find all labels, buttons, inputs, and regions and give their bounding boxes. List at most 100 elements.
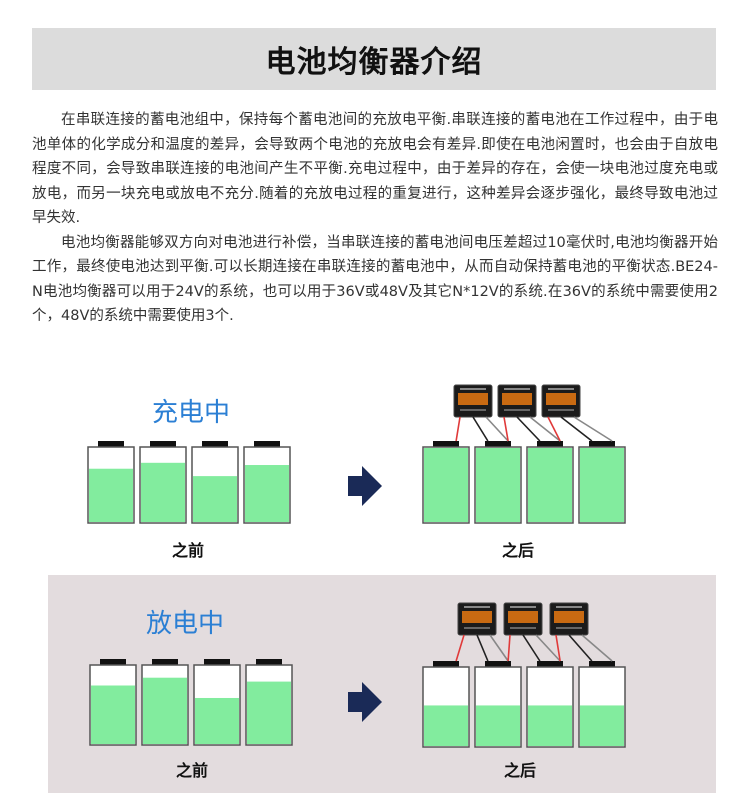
after-battery-1-fill	[424, 705, 468, 746]
equalizer-2-footer-line	[510, 627, 536, 629]
wire-black-3	[568, 634, 593, 662]
wire-black-2	[516, 416, 541, 442]
after-battery-1-terminal	[433, 441, 459, 448]
after-battery-4	[578, 661, 626, 748]
after-battery-2-fill	[476, 705, 520, 746]
before-battery-1-terminal	[98, 441, 124, 448]
wire-gray-2	[529, 416, 561, 442]
wire-black-3	[560, 416, 593, 442]
before-battery-3-fill	[193, 476, 237, 522]
equalizer-1-footer-line	[460, 409, 486, 411]
equalizer-2-badge	[508, 611, 538, 623]
before-battery-4-terminal	[256, 659, 282, 666]
after-battery-2-fill	[476, 448, 520, 522]
after-battery-2	[474, 661, 522, 748]
wire-gray-2	[535, 634, 561, 662]
wire-red-1	[455, 416, 461, 442]
before-battery-3-fill	[195, 697, 239, 744]
discharging-section: 放电中 之前 之后	[48, 575, 716, 793]
before-battery-4-fill	[247, 681, 291, 744]
after-battery-4-fill	[580, 448, 624, 522]
intro-text: 在串联连接的蓄电池组中，保持每个蓄电池间的充放电平衡.串联连接的蓄电池在工作过程…	[32, 108, 718, 329]
after-battery-2-terminal	[485, 441, 511, 448]
arrow-icon	[348, 466, 382, 506]
equalizer-3	[549, 602, 589, 636]
equalizer-1-footer-line	[464, 627, 490, 629]
after-battery-2-terminal	[485, 661, 511, 668]
before-battery-2-fill	[143, 677, 187, 744]
before-battery-2-terminal	[152, 659, 178, 666]
equalizer-2	[503, 602, 543, 636]
before-battery-1-terminal	[100, 659, 126, 666]
after-battery-1-terminal	[433, 661, 459, 668]
wire-gray-3	[581, 634, 613, 662]
before-battery-3-terminal	[202, 441, 228, 448]
equalizer-3	[541, 384, 581, 418]
after-battery-4-terminal	[589, 441, 615, 448]
wire-red-3	[555, 634, 561, 662]
wire-black-1	[472, 416, 489, 442]
arrow-icon	[348, 682, 382, 722]
before-battery-1-fill	[89, 468, 133, 522]
paragraph-1: 在串联连接的蓄电池组中，保持每个蓄电池间的充放电平衡.串联连接的蓄电池在工作过程…	[32, 112, 718, 226]
before-battery-4	[245, 659, 293, 746]
before-battery-2-terminal	[150, 441, 176, 448]
after-battery-1-fill	[424, 448, 468, 522]
equalizer-2-header-line	[504, 388, 530, 390]
equalizer-1-header-line	[460, 388, 486, 390]
equalizer-3-header-line	[556, 606, 582, 608]
after-battery-3-terminal	[537, 661, 563, 668]
before-battery-1	[87, 441, 135, 524]
equalizer-3-badge	[554, 611, 584, 623]
wire-black-1	[476, 634, 489, 662]
wire-gray-3	[573, 416, 613, 442]
after-battery-2	[474, 441, 522, 524]
charging-illustration	[87, 384, 626, 524]
after-battery-4-fill	[580, 705, 624, 746]
before-battery-2-fill	[141, 462, 185, 522]
equalizer-1-badge	[462, 611, 492, 623]
title-bar: 电池均衡器介绍	[32, 28, 716, 90]
equalizer-3-header-line	[548, 388, 574, 390]
discharging-label: 放电中	[146, 609, 225, 639]
after-battery-3-fill	[528, 448, 572, 522]
wire-red-2	[503, 416, 509, 442]
paragraph-2: 电池均衡器能够双方向对电池进行补偿，当串联连接的蓄电池间电压差超过10毫伏时,电…	[32, 234, 718, 325]
equalizer-1	[457, 602, 497, 636]
wire-gray-1	[485, 416, 509, 442]
equalizer-3-footer-line	[548, 409, 574, 411]
equalizer-2-footer-line	[504, 409, 530, 411]
before-battery-2	[139, 441, 187, 524]
wire-gray-1	[489, 634, 509, 662]
after-battery-3-terminal	[537, 441, 563, 448]
after-battery-1	[422, 661, 470, 748]
discharging-after-caption: 之后	[504, 761, 537, 780]
before-battery-1-fill	[91, 685, 135, 744]
before-battery-3	[193, 659, 241, 746]
charging-label: 充电中	[152, 398, 231, 428]
before-battery-4-terminal	[254, 441, 280, 448]
equalizer-1-badge	[458, 393, 488, 405]
charging-after-caption: 之后	[502, 541, 535, 560]
charging-before-caption: 之前	[172, 541, 205, 560]
wire-red-3	[547, 416, 561, 442]
page-title: 电池均衡器介绍	[265, 45, 483, 80]
wire-red-1	[455, 634, 465, 662]
after-battery-3-fill	[528, 705, 572, 746]
equalizer-2-badge	[502, 393, 532, 405]
after-battery-4-terminal	[589, 661, 615, 668]
before-battery-4	[243, 441, 291, 524]
wire-black-2	[522, 634, 541, 662]
before-battery-4-fill	[245, 465, 289, 522]
equalizer-3-footer-line	[556, 627, 582, 629]
before-battery-3-terminal	[204, 659, 230, 666]
discharging-before-caption: 之前	[176, 761, 209, 780]
charging-section: 充电中 之前 之后	[48, 380, 716, 560]
after-battery-3	[526, 441, 574, 524]
discharging-illustration	[89, 602, 626, 748]
before-battery-1	[89, 659, 137, 746]
after-battery-3	[526, 661, 574, 748]
equalizer-1	[453, 384, 493, 418]
equalizer-2	[497, 384, 537, 418]
before-battery-3	[191, 441, 239, 524]
